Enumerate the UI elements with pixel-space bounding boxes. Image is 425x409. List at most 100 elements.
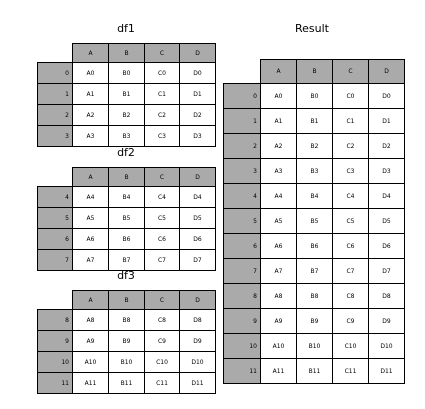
table-cell: C3 — [144, 125, 180, 147]
table-cell: B10 — [108, 351, 145, 373]
row-index: 0 — [37, 62, 73, 84]
column-header-a: A — [260, 59, 297, 84]
row-index: 1 — [223, 108, 261, 134]
row-index: 7 — [223, 258, 261, 284]
table-cell: D7 — [368, 258, 405, 284]
column-header-d: D — [179, 43, 216, 63]
table-cell: D2 — [368, 133, 405, 159]
row-index: 7 — [37, 249, 73, 271]
table-cell: D1 — [179, 83, 216, 105]
table-cell: A8 — [260, 283, 297, 309]
corner-cell — [38, 44, 73, 63]
row-index: 5 — [223, 208, 261, 234]
table-cell: B3 — [296, 158, 333, 184]
corner-cell — [38, 291, 73, 310]
table-cell: B2 — [296, 133, 333, 159]
result-title: Result — [295, 22, 329, 35]
column-header-a: A — [72, 167, 109, 187]
table-cell: A2 — [72, 104, 109, 126]
row-index: 1 — [37, 83, 73, 105]
row-index: 6 — [37, 228, 73, 250]
table-cell: C1 — [144, 83, 180, 105]
row-index: 4 — [37, 186, 73, 208]
table-cell: B5 — [108, 207, 145, 229]
row-index: 3 — [223, 158, 261, 184]
table-cell: B6 — [108, 228, 145, 250]
table-cell: A5 — [260, 208, 297, 234]
table-cell: D11 — [179, 372, 216, 394]
table-cell: B11 — [108, 372, 145, 394]
table-cell: C0 — [144, 62, 180, 84]
table-cell: A10 — [260, 333, 297, 359]
table-cell: D0 — [368, 83, 405, 109]
row-index: 11 — [37, 372, 73, 394]
table-cell: C11 — [332, 358, 369, 384]
table-cell: B8 — [108, 309, 145, 331]
table-cell: D7 — [179, 249, 216, 271]
table-cell: D0 — [179, 62, 216, 84]
table-cell: B9 — [296, 308, 333, 334]
table-cell: A9 — [260, 308, 297, 334]
column-header-c: C — [332, 59, 369, 84]
table-cell: B2 — [108, 104, 145, 126]
table-cell: A0 — [260, 83, 297, 109]
column-header-d: D — [179, 167, 216, 187]
table-cell: D2 — [179, 104, 216, 126]
row-index: 8 — [37, 309, 73, 331]
table-cell: A11 — [72, 372, 109, 394]
column-header-b: B — [108, 43, 145, 63]
table-cell: B9 — [108, 330, 145, 352]
table-cell: C6 — [144, 228, 180, 250]
table-cell: A7 — [260, 258, 297, 284]
table-cell: D11 — [368, 358, 405, 384]
column-header-c: C — [144, 290, 180, 310]
table-cell: C5 — [144, 207, 180, 229]
table-cell: A4 — [72, 186, 109, 208]
table-cell: A8 — [72, 309, 109, 331]
table-cell: A3 — [260, 158, 297, 184]
column-header-a: A — [72, 43, 109, 63]
row-index: 9 — [37, 330, 73, 352]
column-header-d: D — [179, 290, 216, 310]
table-cell: B0 — [108, 62, 145, 84]
table-cell: D6 — [179, 228, 216, 250]
table-cell: A4 — [260, 183, 297, 209]
table-cell: D9 — [368, 308, 405, 334]
table-cell: C10 — [144, 351, 180, 373]
row-index: 10 — [37, 351, 73, 373]
corner-cell — [224, 60, 261, 84]
row-index: 2 — [37, 104, 73, 126]
table-cell: C7 — [332, 258, 369, 284]
table-cell: B3 — [108, 125, 145, 147]
column-header-b: B — [108, 167, 145, 187]
table-cell: C3 — [332, 158, 369, 184]
column-header-c: C — [144, 43, 180, 63]
table-cell: C2 — [144, 104, 180, 126]
table-cell: D1 — [368, 108, 405, 134]
table-cell: B1 — [108, 83, 145, 105]
table-cell: D5 — [368, 208, 405, 234]
table-cell: D3 — [368, 158, 405, 184]
table-cell: C7 — [144, 249, 180, 271]
table-cell: A9 — [72, 330, 109, 352]
table-cell: A6 — [260, 233, 297, 259]
row-index: 0 — [223, 83, 261, 109]
